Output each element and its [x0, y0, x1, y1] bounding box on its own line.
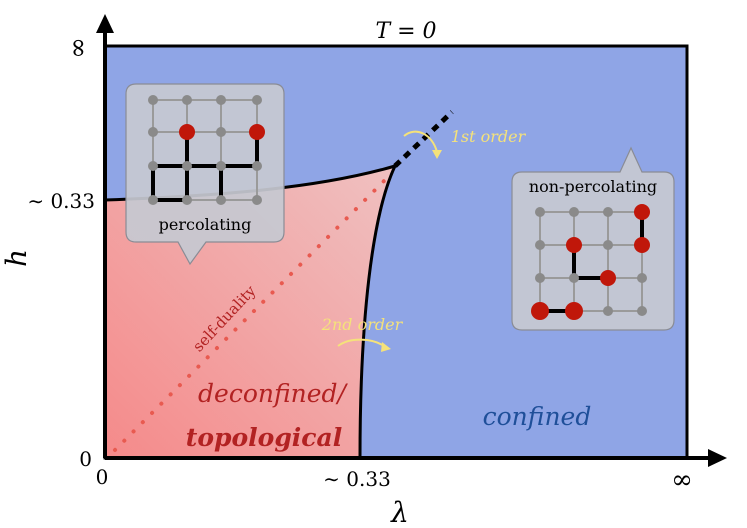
x-axis-arrowhead	[708, 449, 727, 467]
percolating-sites	[148, 95, 262, 205]
non-percolating-red-site-4	[600, 270, 616, 286]
non-percolating-red-site-6	[565, 302, 583, 320]
non-percolating-red-site-2	[634, 237, 650, 253]
non-percolating-red-site-3	[566, 237, 582, 253]
title: T = 0	[375, 19, 436, 44]
second-order-arrowhead	[381, 342, 391, 352]
second-order-arrow	[337, 338, 385, 347]
first-order-arrow	[403, 130, 438, 153]
confined-label: confined	[483, 402, 592, 431]
non-percolating-label: non-percolating	[529, 177, 657, 196]
non-percolating-sites	[535, 207, 647, 316]
first-order-line	[393, 110, 454, 168]
y-tick-0: 0	[79, 447, 92, 471]
non-percolating-red-site-1	[634, 204, 650, 220]
second-order-label: 2nd order	[321, 315, 404, 334]
percolating-callout: percolating	[125, 83, 285, 266]
deconfined-label: deconfined/	[198, 379, 349, 408]
y-axis-label: h	[0, 249, 33, 267]
first-order-label: 1st order	[451, 127, 527, 146]
self-duality-line	[113, 178, 387, 452]
phase-boundary-lower	[358, 165, 397, 459]
topological-label: topological	[186, 423, 342, 452]
non-percolating-red-site-5	[531, 302, 549, 320]
percolating-red-site-2	[249, 124, 265, 140]
x-tick-infinity: ∞	[671, 465, 693, 495]
y-tick-033: ∼ 0.33	[27, 189, 95, 213]
non-percolating-callout: non-percolating	[511, 146, 675, 331]
percolating-label: percolating	[159, 215, 252, 234]
non-percolating-bubble	[511, 146, 675, 331]
first-order-arrowhead	[432, 150, 442, 159]
x-axis-label: λ	[390, 496, 409, 528]
y-tick-infinity: ∞	[63, 37, 93, 59]
y-axis-arrowhead	[96, 14, 114, 33]
x-tick-0: 0	[96, 465, 109, 489]
percolating-red-site-1	[179, 124, 195, 140]
percolating-bubble	[125, 83, 285, 266]
x-tick-033: ∼ 0.33	[323, 467, 391, 491]
